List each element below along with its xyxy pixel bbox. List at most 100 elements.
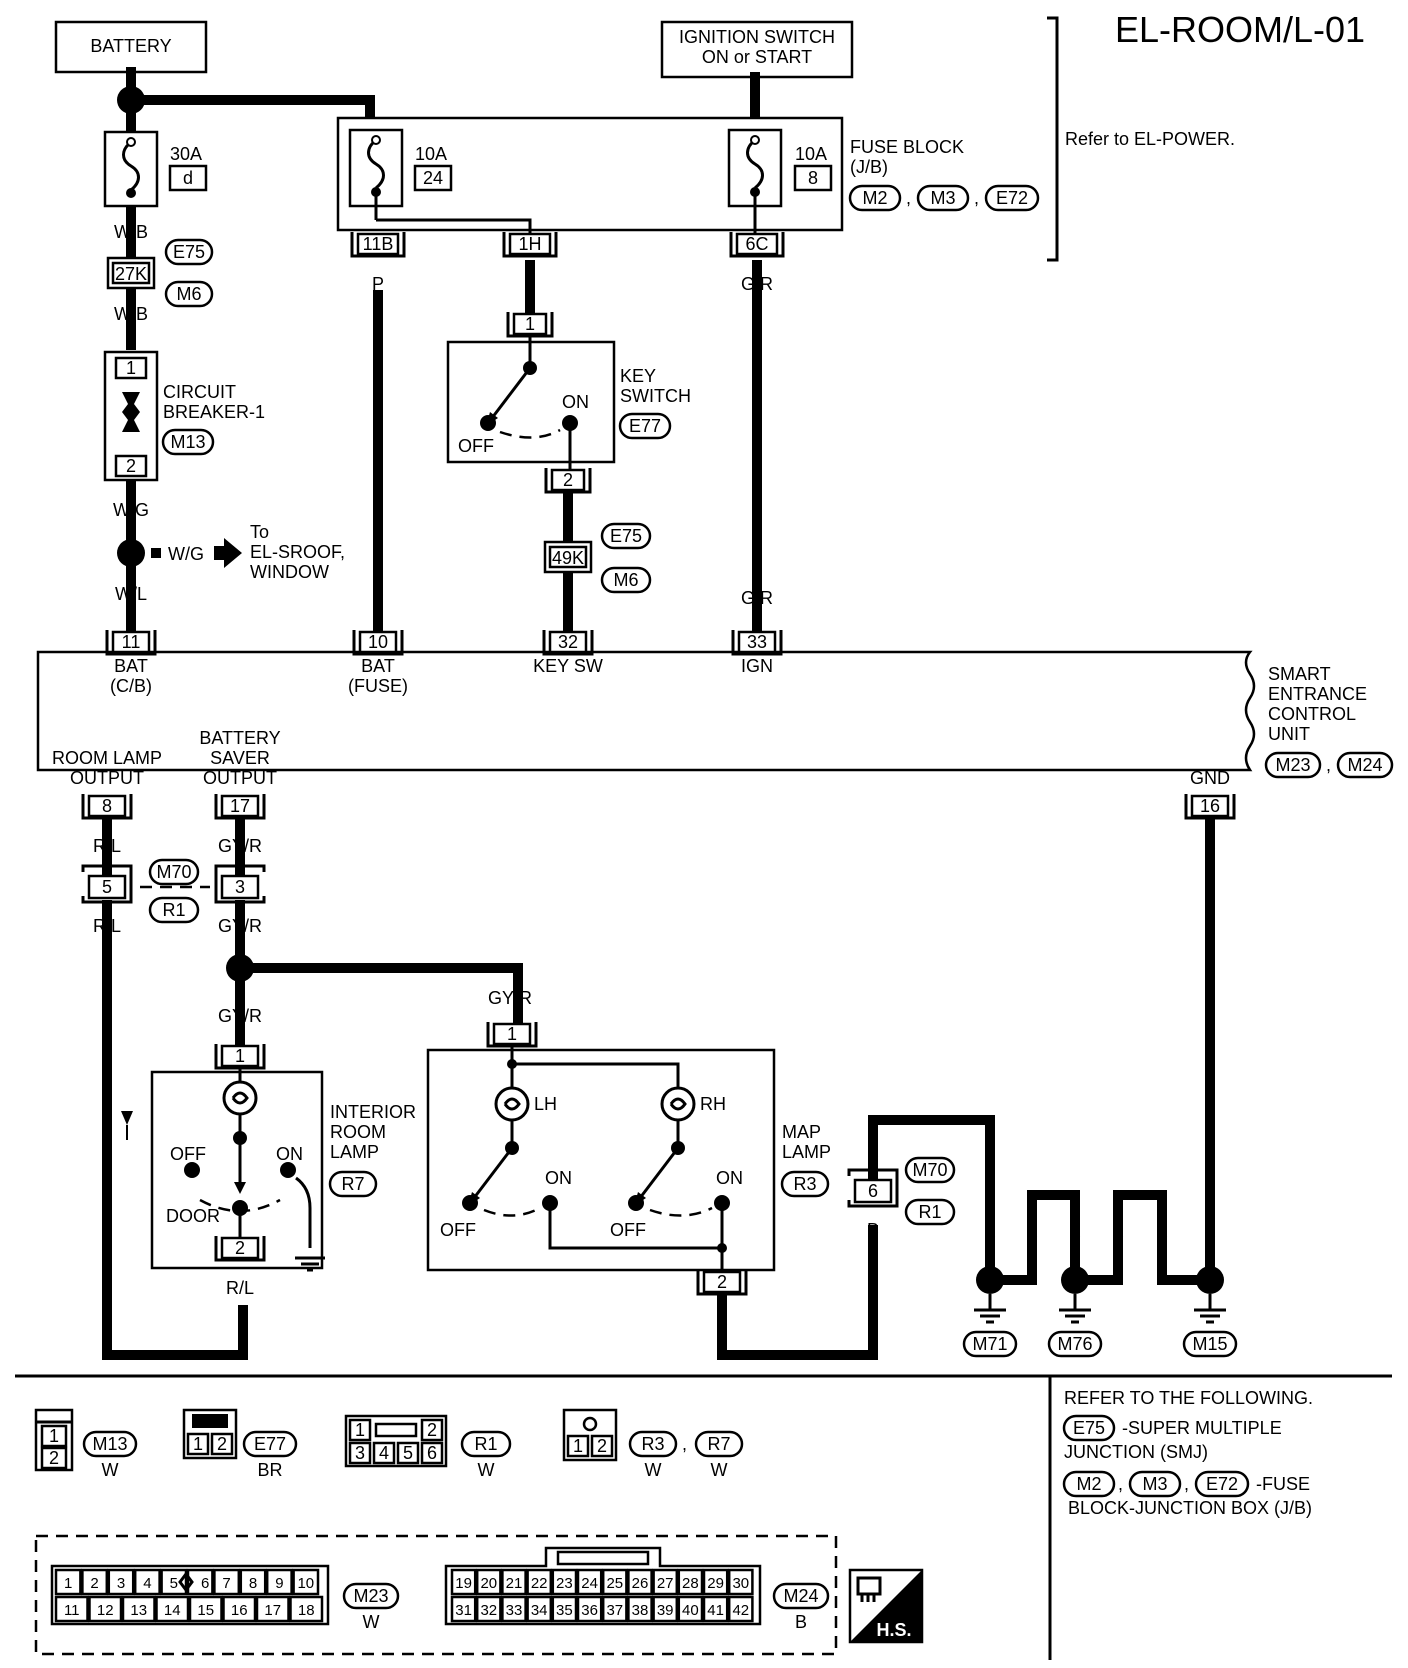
secu-pin-11: 11 xyxy=(122,632,141,652)
int-lamp-door: DOOR xyxy=(166,1206,220,1226)
m23-pin-18: 18 xyxy=(298,1602,315,1619)
refer-e75: E75 xyxy=(1073,1418,1105,1438)
m23-pin-10: 10 xyxy=(297,1575,314,1592)
secu-gnd: GND xyxy=(1190,768,1230,788)
m23-pin-13: 13 xyxy=(130,1602,147,1619)
m23-pin-15: 15 xyxy=(197,1602,214,1619)
secu-bat-cb-1: BAT xyxy=(114,656,148,676)
secu-room-out-1: ROOM LAMP xyxy=(52,748,162,768)
face-r3-pin1: 1 xyxy=(573,1436,583,1456)
ground-m76-label: M76 xyxy=(1057,1334,1092,1354)
map-lamp-lh: LH xyxy=(534,1094,557,1114)
conn-r3: R3 xyxy=(793,1174,816,1194)
wire-b-map: B xyxy=(716,1312,728,1332)
secu-saver-1: BATTERY xyxy=(199,728,280,748)
ignition-switch-label: IGNITION SWITCH xyxy=(679,27,835,47)
face-r3-r7: 1 2 R3 W , R7 W xyxy=(562,1408,744,1480)
m23-pin-17: 17 xyxy=(264,1602,281,1619)
map-lamp-rh: RH xyxy=(700,1094,726,1114)
svg-text:,: , xyxy=(1118,1474,1123,1494)
face-r1-pin5: 5 xyxy=(403,1443,413,1463)
face-r3-color: W xyxy=(645,1460,662,1480)
wire-l-1: L xyxy=(563,508,573,528)
m23-pin-6: 6 xyxy=(201,1575,209,1592)
face-m13-color: W xyxy=(102,1460,119,1480)
svg-text:,: , xyxy=(906,188,911,208)
refer-smj-2: JUNCTION (SMJ) xyxy=(1064,1442,1208,1462)
wire-b-g1: B xyxy=(984,1224,996,1244)
cb-pin-2: 2 xyxy=(126,456,136,476)
secu-ign: IGN xyxy=(741,656,773,676)
ground-m15: M15 xyxy=(1182,1266,1238,1358)
secu-room-out-2: OUTPUT xyxy=(70,768,144,788)
key-sw-on: ON xyxy=(562,392,589,412)
secu-name-2: ENTRANCE xyxy=(1268,684,1367,704)
refer-head: REFER TO THE FOLLOWING. xyxy=(1064,1388,1313,1408)
m23-pin-3: 3 xyxy=(117,1575,125,1592)
wire-p-3: P xyxy=(372,588,384,608)
secu-name-1: SMART xyxy=(1268,664,1331,684)
m24-pin-33: 33 xyxy=(506,1602,523,1619)
m24-pin-20: 20 xyxy=(480,1575,497,1592)
wire-gyr-1: GY/R xyxy=(218,836,262,856)
hs-symbol: H.S. xyxy=(848,1568,924,1644)
smj-27k: 27K xyxy=(115,264,147,284)
svg-text:,: , xyxy=(682,1434,687,1454)
m24-pin-38: 38 xyxy=(632,1602,649,1619)
conn-m13: M13 xyxy=(170,432,205,452)
conn-m23-a: M23 xyxy=(1275,755,1310,775)
m24-pin-26: 26 xyxy=(632,1575,649,1592)
refer-e72: E72 xyxy=(1206,1474,1238,1494)
face-r1-pin4: 4 xyxy=(379,1443,389,1463)
key-switch-label-2: SWITCH xyxy=(620,386,691,406)
splice-wg xyxy=(117,539,145,567)
m23-pin-14: 14 xyxy=(164,1602,181,1619)
conn-m2: M2 xyxy=(862,188,887,208)
wire-gr-1: G/R xyxy=(741,274,773,294)
svg-text:,: , xyxy=(1326,755,1331,775)
int-lamp-label-2: ROOM xyxy=(330,1122,386,1142)
m24-pin-28: 28 xyxy=(682,1575,699,1592)
smj-49k: 49K xyxy=(552,548,584,568)
wire-l-2: L xyxy=(563,588,573,608)
m23-pin-4: 4 xyxy=(143,1575,151,1592)
m23-pin-7: 7 xyxy=(222,1575,230,1592)
m24-pin-23: 23 xyxy=(556,1575,573,1592)
term-1h: 1H xyxy=(518,234,541,254)
jc-pin-3: 3 xyxy=(235,877,245,897)
fuse-block-label: FUSE BLOCK xyxy=(850,137,964,157)
map-lamp-on-lh: ON xyxy=(545,1168,572,1188)
face-m13-pin2: 2 xyxy=(49,1448,59,1468)
int-lamp-label-1: INTERIOR xyxy=(330,1102,416,1122)
to-sroof: EL-SROOF, xyxy=(250,542,345,562)
wire-rl-1: R/L xyxy=(93,836,121,856)
face-m23-name: M23 xyxy=(353,1586,388,1606)
face-r1-pin1: 1 xyxy=(355,1420,365,1440)
conn-r1-a: R1 xyxy=(162,900,185,920)
cb-pin-1: 1 xyxy=(126,358,136,378)
hs-label: H.S. xyxy=(876,1620,911,1640)
conn-m6-a: M6 xyxy=(176,284,201,304)
svg-text:,: , xyxy=(974,188,979,208)
secu-bat-fuse-2: (FUSE) xyxy=(348,676,408,696)
face-r3-name: R3 xyxy=(641,1434,664,1454)
splice-gyr xyxy=(226,954,254,982)
face-r1: 1 2 3 4 5 6 R1 W xyxy=(344,1414,512,1480)
wire-b-g4: B xyxy=(1112,1224,1124,1244)
wire-wl: W/L xyxy=(115,584,147,604)
m23-pin-16: 16 xyxy=(231,1602,248,1619)
conn-m24-a: M24 xyxy=(1347,755,1382,775)
wire-wb-2: W/B xyxy=(114,304,148,324)
wire-b-g2: B xyxy=(1026,1224,1038,1244)
page-code: EL-ROOM/L-01 xyxy=(1115,9,1365,50)
key-sw-pin-1: 1 xyxy=(525,314,535,334)
face-e77-pin2: 2 xyxy=(217,1434,227,1454)
fuse-10a-24-id: 24 xyxy=(423,168,443,188)
secu-saver-2: SAVER xyxy=(210,748,270,768)
battery-label: BATTERY xyxy=(90,36,171,56)
secu-pin-8: 8 xyxy=(102,796,112,816)
wire-b-gnd: B xyxy=(1204,836,1216,856)
face-e77-pin1: 1 xyxy=(193,1434,203,1454)
m24-pin-25: 25 xyxy=(606,1575,623,1592)
